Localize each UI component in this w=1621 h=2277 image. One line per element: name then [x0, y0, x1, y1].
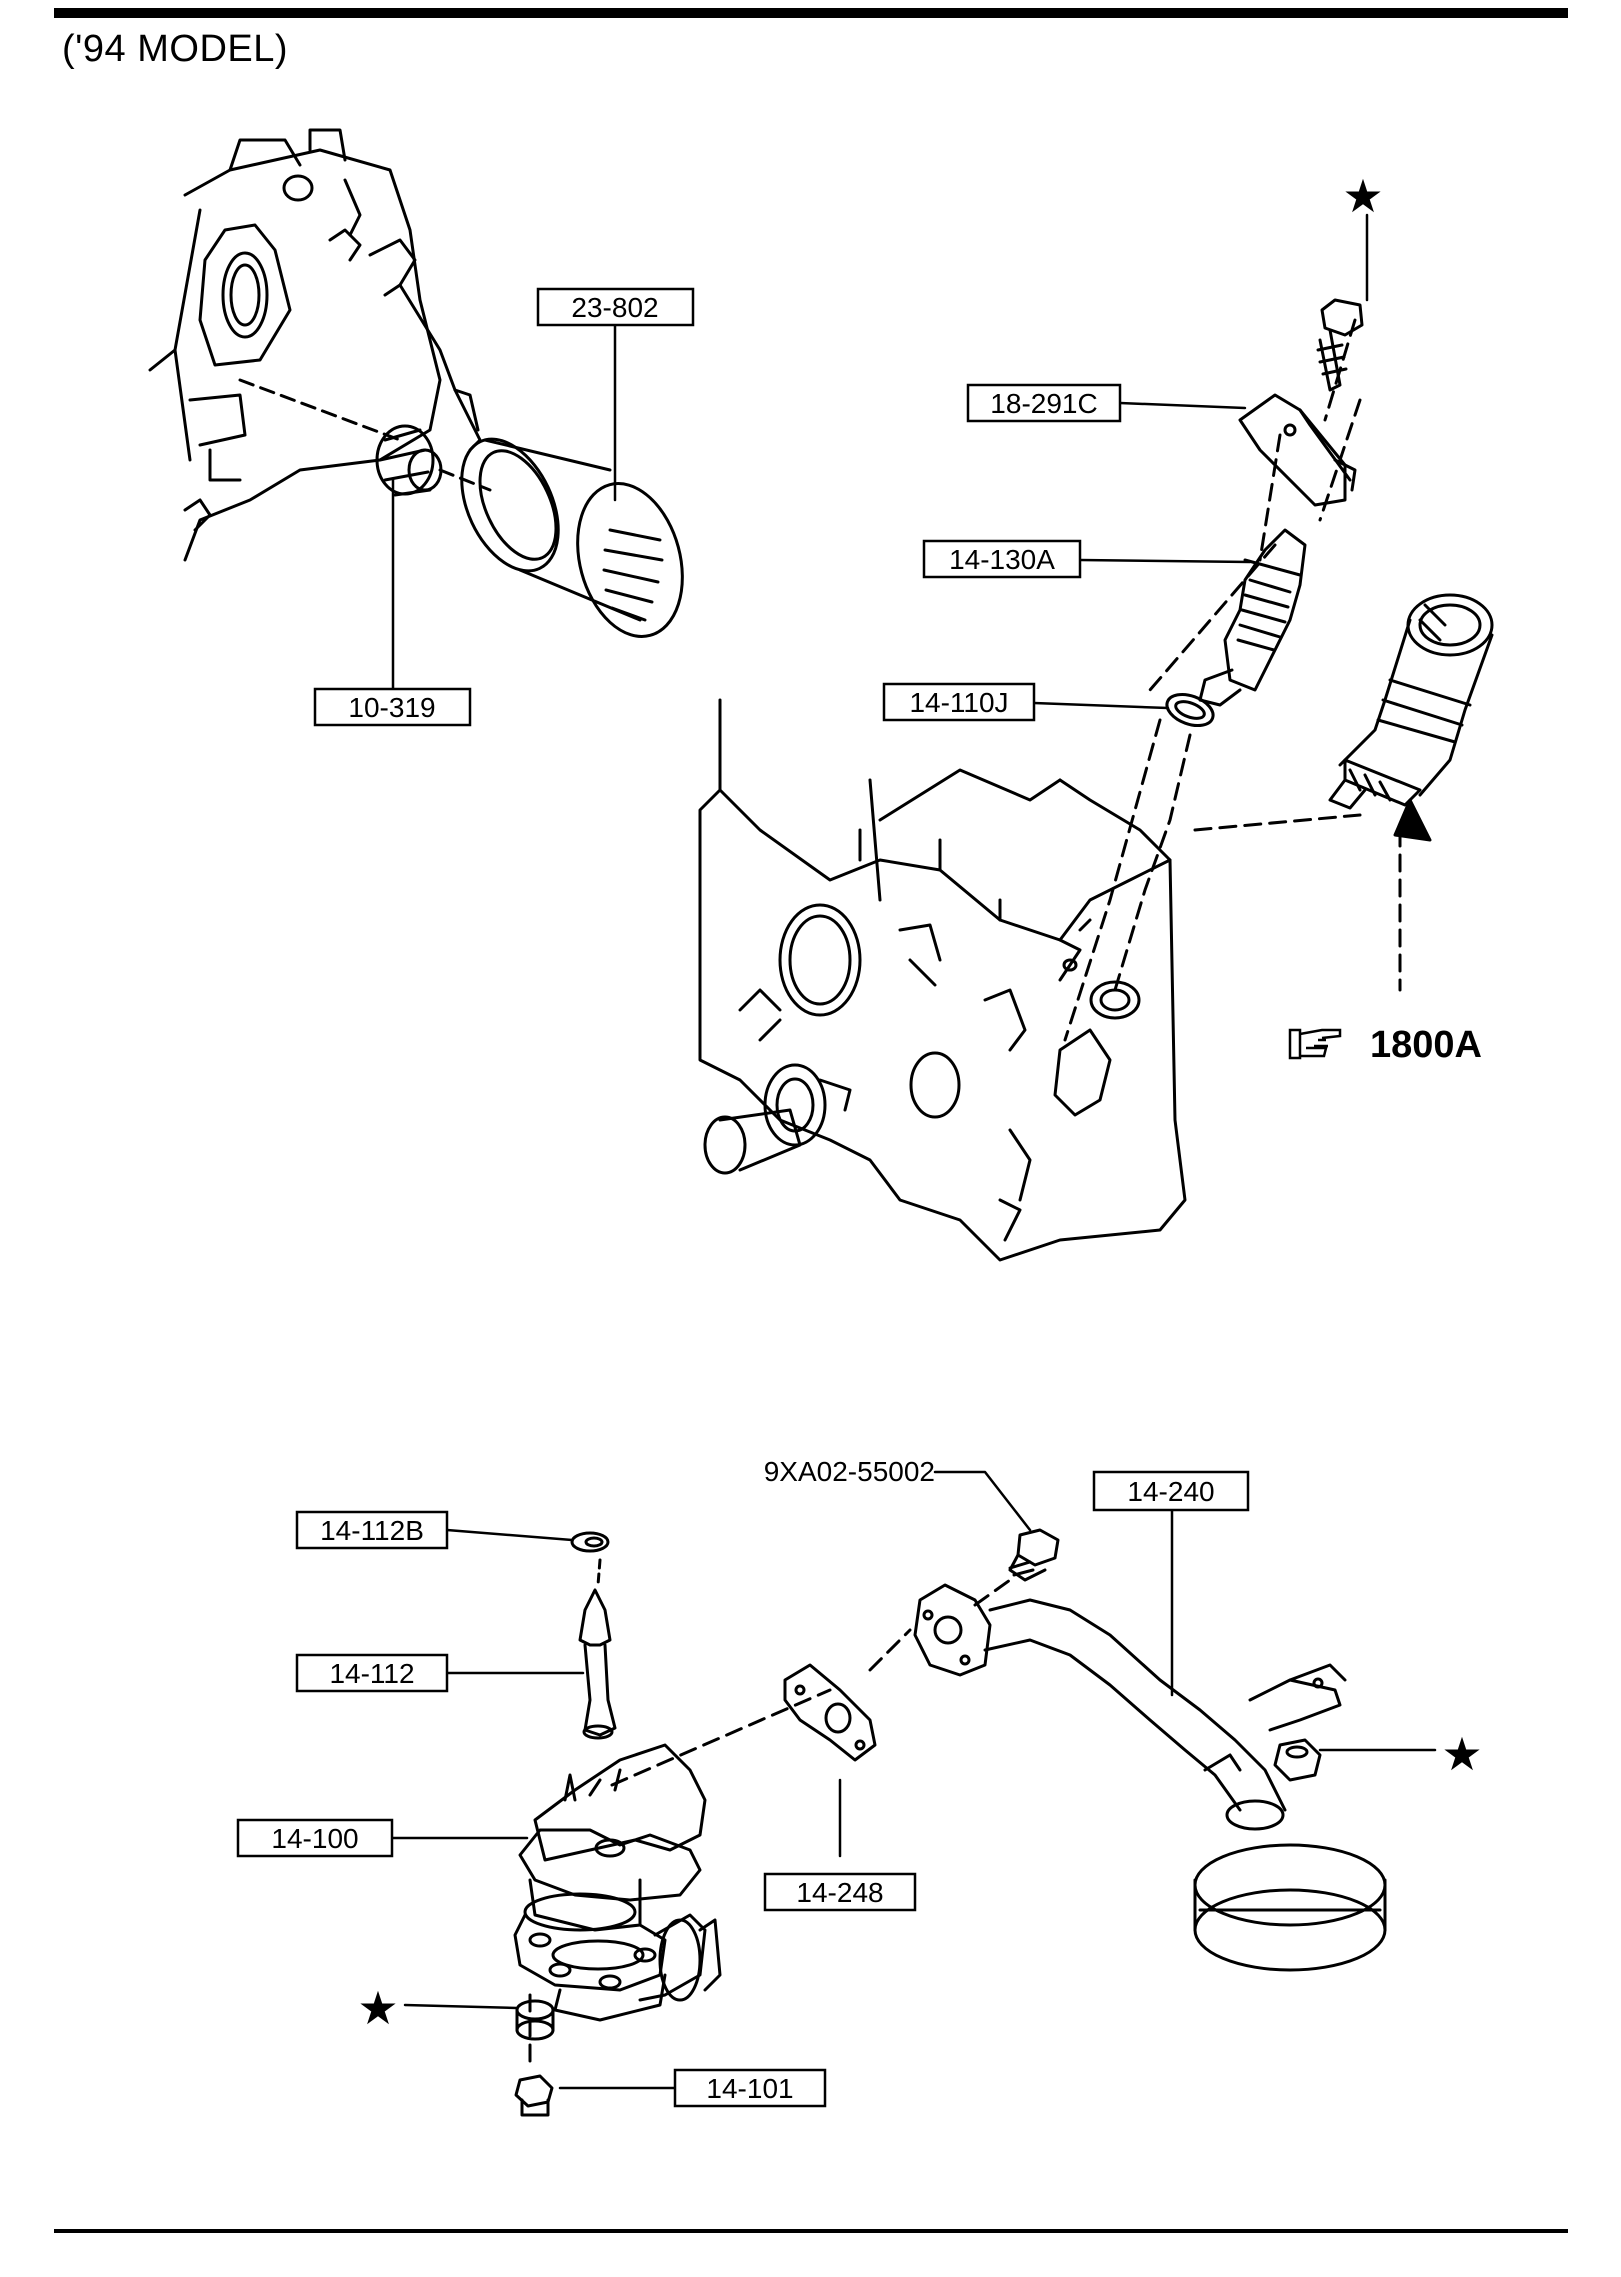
callout-14-112: 14-112	[295, 1653, 449, 1693]
callout-14-101: 14-101	[673, 2068, 827, 2108]
callout-14-112b: 14-112B	[295, 1510, 449, 1550]
callout-23-802: 23-802	[536, 287, 695, 327]
star-marker-right: ★	[1441, 1727, 1482, 1781]
part-label-14-112: 14-112	[329, 1658, 414, 1689]
bolt-top-illustration	[1316, 298, 1364, 392]
part-label-14-240: 14-240	[1127, 1476, 1214, 1507]
callout-14-240: 14-240	[1092, 1470, 1250, 1512]
reference-label-1800a: 1800A	[1370, 1024, 1482, 1066]
nut-right-illustration	[1273, 1738, 1322, 1782]
callout-14-110j: 14-110J	[882, 682, 1036, 722]
model-header: ('94 MODEL)	[62, 28, 289, 70]
callout-14-130a: 14-130A	[922, 539, 1082, 579]
plug-9xa02-55002-illustration	[1008, 1528, 1060, 1582]
pin-14-112-illustration	[578, 1588, 617, 1740]
top-rule	[54, 8, 1568, 18]
washer-left-illustration	[515, 1999, 555, 2041]
part-label-14-110j: 14-110J	[909, 687, 1008, 718]
part-label-10-319: 10-319	[348, 692, 435, 723]
callout-18-291c: 18-291C	[966, 383, 1122, 423]
clip-14-112b-illustration	[570, 1531, 610, 1553]
oil-strainer-14-240-illustration	[913, 1583, 1387, 1972]
pointing-hand-icon	[1288, 1028, 1342, 1060]
pointer-arrow	[1393, 798, 1432, 842]
callout-14-248: 14-248	[763, 1872, 917, 1912]
oil-pump-14-100-illustration	[513, 1743, 722, 2022]
o-ring-14-110j-illustration	[1165, 692, 1215, 728]
part-label-14-130a: 14-130A	[949, 544, 1055, 575]
part-label-14-100: 14-100	[271, 1823, 358, 1854]
sensor-14-130a-illustration	[1198, 528, 1307, 707]
part-label-23-802: 23-802	[571, 292, 658, 323]
part-label-14-101: 14-101	[706, 2073, 793, 2104]
part-label-14-112b: 14-112B	[320, 1515, 424, 1546]
bolt-14-101-illustration	[514, 2074, 554, 2117]
driven-gear-1800a-illustration	[1328, 593, 1494, 810]
star-marker-top: ★	[1342, 169, 1383, 223]
reference-1800a[interactable]: 1800A	[1288, 1024, 1482, 1066]
star-marker-left: ★	[357, 1981, 398, 2035]
part-label-9xa02-55002: 9XA02-55002	[764, 1456, 935, 1487]
engine-block-right-illustration	[698, 698, 1187, 1262]
leader-lines	[390, 213, 1437, 2090]
callout-14-100: 14-100	[236, 1818, 394, 1858]
bottom-rule	[54, 2229, 1568, 2233]
part-label-18-291c: 18-291C	[990, 388, 1097, 419]
bracket-18-291c-illustration	[1238, 393, 1357, 507]
oil-filter-23-802-illustration	[460, 437, 684, 638]
part-label-14-248: 14-248	[796, 1877, 883, 1908]
gasket-14-248-illustration	[783, 1663, 877, 1762]
callout-10-319: 10-319	[313, 687, 472, 727]
engine-block-left-illustration	[148, 128, 482, 562]
